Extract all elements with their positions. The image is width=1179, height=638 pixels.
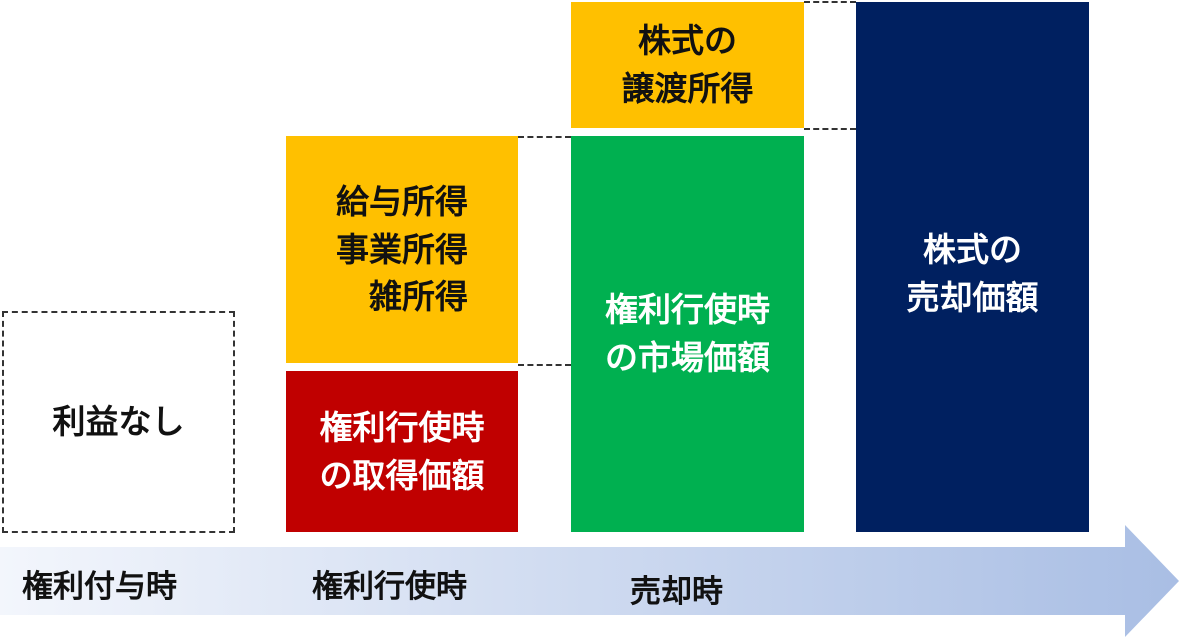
income-box: 給与所得 事業所得 雑所得 bbox=[286, 136, 518, 363]
income-label: 給与所得 事業所得 雑所得 bbox=[336, 181, 468, 317]
exercise-cost-box: 権利行使時 の取得価額 bbox=[286, 371, 518, 532]
capital-gain-box: 株式の 譲渡所得 bbox=[571, 2, 804, 128]
market-value-box: 権利行使時 の市場価額 bbox=[571, 136, 804, 532]
sale-price-box: 株式の 売却価額 bbox=[856, 2, 1089, 532]
timeline-label-sale: 売却時 bbox=[630, 574, 723, 610]
timeline-arrow bbox=[0, 525, 1179, 637]
no-profit-box: 利益なし bbox=[2, 311, 235, 533]
connector-gain-bottom bbox=[804, 128, 856, 130]
exercise-cost-label: 権利行使時 の取得価額 bbox=[319, 407, 485, 495]
timeline-label-grant: 権利付与時 bbox=[22, 569, 177, 605]
connector-income-top bbox=[518, 136, 571, 138]
market-value-label: 権利行使時 の市場価額 bbox=[605, 290, 770, 377]
capital-gain-label: 株式の 譲渡所得 bbox=[621, 21, 754, 108]
connector-gain-top bbox=[804, 1, 856, 3]
sale-price-label: 株式の 売却価額 bbox=[906, 230, 1039, 317]
connector-income-bottom bbox=[518, 364, 571, 366]
timeline-label-exercise: 権利行使時 bbox=[312, 569, 467, 605]
timeline-arrow-shape bbox=[0, 525, 1179, 637]
no-profit-label: 利益なし bbox=[52, 402, 185, 442]
